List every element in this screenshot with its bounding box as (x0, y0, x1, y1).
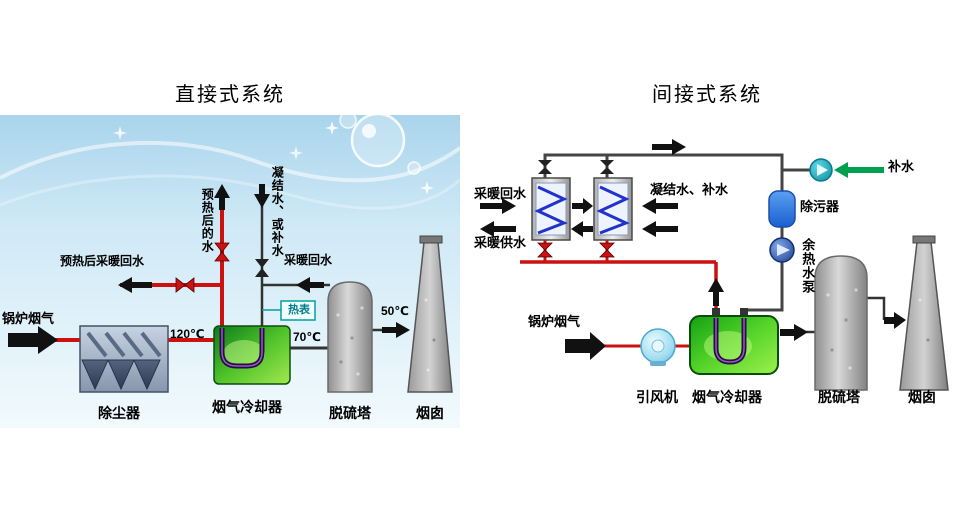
flow-arrow (652, 139, 686, 155)
direct-system (0, 111, 462, 428)
gas-cooler-right (689, 308, 779, 375)
makeup-water-label: 补水 (888, 159, 915, 174)
valve-icon (214, 242, 230, 262)
valve-icon (599, 242, 615, 258)
sparkle-icon (113, 126, 127, 140)
desulf-tower-label-left: 脱硫塔 (329, 405, 371, 421)
flow-arrow (571, 221, 593, 237)
heat-meter-label: 热表 (288, 304, 310, 316)
flow-arrow (642, 198, 678, 214)
gas-cooler-label-left: 烟气冷却器 (212, 399, 282, 415)
chimney-left (407, 235, 453, 393)
desulfurization-tower-left (327, 281, 373, 393)
strainer-label: 除污器 (800, 199, 840, 214)
flow-arrow (382, 322, 410, 338)
sparkle-icon (289, 146, 303, 160)
heat-exchanger-2 (593, 177, 633, 241)
heating-return-label-left: 采暖回水 (284, 253, 333, 267)
temp-cooler-inlet: 120℃ (170, 327, 205, 341)
direct-valves-arrows (8, 184, 410, 354)
chimney-label-left: 烟囱 (416, 405, 444, 421)
indirect-system (480, 139, 949, 391)
strainer (768, 190, 796, 228)
boiler-gas-label-right: 锅炉烟气 (528, 314, 581, 329)
gas-cooler-label-right: 烟气冷却器 (692, 389, 762, 405)
flow-arrow (480, 198, 516, 214)
flow-arrow-up (214, 184, 230, 210)
makeup-water-pump (809, 158, 833, 182)
indirect-system-title: 间接式系统 (652, 84, 762, 106)
dust-remover-label: 除尘器 (98, 405, 140, 421)
boiler-gas-label-left: 锅炉烟气 (2, 311, 55, 326)
dust-remover (79, 325, 169, 393)
valve-icon (255, 259, 269, 277)
temp-cooler-outlet: 70℃ (293, 330, 321, 344)
flow-arrow (118, 277, 152, 293)
heating-return-label: 采暖回水 (474, 186, 527, 201)
flow-arrow (480, 221, 516, 237)
fan-label: 引风机 (636, 389, 678, 405)
temp-stack-inlet: 50℃ (381, 304, 409, 318)
bubble-icon (407, 161, 421, 175)
heating-supply-label: 采暖供水 (474, 235, 527, 250)
sparkle-icon (325, 121, 339, 135)
flow-arrow-up (708, 278, 724, 306)
preheated-return-label: 预热后采暖回水 (60, 254, 145, 268)
flow-arrow (780, 324, 808, 341)
valve-icon (537, 242, 553, 258)
condensate-or-makeup-label: 凝结水、或补水 (270, 166, 285, 257)
induced-draft-fan (640, 328, 676, 366)
flow-arrow (572, 198, 593, 214)
waste-heat-pump-label: 余热水泵 (800, 238, 816, 294)
makeup-water-arrow (834, 162, 884, 178)
desulfurization-tower-right (814, 255, 868, 391)
heat-meter-box (280, 300, 316, 321)
preheated-water-label: 预热后的水 (200, 188, 215, 253)
flow-arrow (642, 221, 678, 237)
flue-gas-arrow (8, 326, 58, 354)
bubble-icon (350, 112, 406, 168)
desulf-tower-label-right: 脱硫塔 (818, 389, 860, 405)
indirect-valves-arrows (480, 139, 906, 360)
flow-arrow (884, 312, 906, 329)
sparkle-icon (420, 181, 434, 195)
bubble-icon (339, 111, 357, 129)
valve-icon (600, 160, 614, 174)
heat-exchanger-1 (531, 177, 571, 241)
valve-icon (538, 160, 552, 174)
flow-arrow (296, 277, 324, 293)
waste-heat-pump (769, 237, 795, 263)
condensate-makeup-label: 凝结水、补水 (650, 182, 729, 197)
flow-arrow-down (254, 184, 270, 208)
direct-system-title: 直接式系统 (175, 84, 285, 106)
gas-cooler-left (213, 325, 291, 385)
valve-icon (175, 277, 195, 293)
chimney-label-right: 烟囱 (908, 389, 936, 405)
chimney-right (899, 235, 949, 391)
flue-gas-arrow (565, 332, 606, 360)
